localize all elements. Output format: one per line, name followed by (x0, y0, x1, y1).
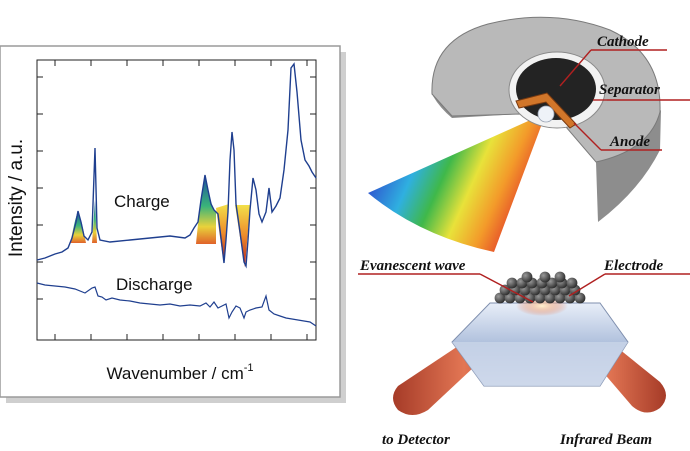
electrode-particle (534, 292, 546, 304)
discharge-spectrum-line (36, 282, 317, 327)
y-axis-title: Intensity / a.u. (6, 139, 27, 257)
separator-label: Separator (599, 82, 660, 98)
anode-strip (515, 92, 577, 129)
electrode-particle (494, 292, 506, 304)
spectrum-panel: Intensity / a.u. Wavenumber / cm-1 Charg… (0, 45, 346, 403)
rainbow-fan (368, 113, 546, 252)
charge-peak-fill-3 (196, 175, 216, 244)
electrode-particle (524, 292, 536, 304)
electrode-particle (521, 271, 533, 283)
x-axis-title-exponent: -1 (244, 362, 254, 374)
charge-spectrum-line (36, 62, 317, 269)
cathode-label: Cathode (597, 34, 649, 50)
electrode-particle (499, 284, 511, 296)
electrode-particle (539, 271, 551, 283)
series-label-charge: Charge (114, 192, 170, 211)
atr-prism-facet (452, 342, 628, 386)
electrode-particles (494, 271, 586, 304)
electrode-particle (574, 292, 586, 304)
charge-peak-fill-2 (92, 200, 97, 243)
electrode-particle (566, 277, 578, 289)
evanescent-pointer (479, 273, 534, 303)
electrode-particle (564, 292, 576, 304)
electrode-particle (554, 271, 566, 283)
infrared-beam-label: Infrared Beam (559, 432, 652, 448)
anode-pointer (573, 122, 602, 151)
electrode-pointer (568, 273, 606, 297)
plot-frame (36, 59, 317, 341)
electrode-label: Electrode (603, 258, 663, 274)
cell-panel: Cathode Separator Anode (368, 16, 690, 252)
electrode-particle (546, 277, 558, 289)
electrode-particle (554, 292, 566, 304)
x-axis-title-text: Wavenumber / cm (106, 364, 243, 383)
evanescent-wave-label: Evanescent wave (359, 258, 466, 274)
cathode-pointer (559, 49, 592, 87)
electrode-particle (514, 292, 526, 304)
charge-peak-fill-1 (70, 211, 86, 243)
to-detector-label: to Detector (382, 432, 450, 448)
anode-label: Anode (609, 134, 650, 150)
contact-sphere (537, 105, 555, 123)
electrode-particle (504, 292, 516, 304)
electrode-particle (544, 292, 556, 304)
panel-border (0, 45, 341, 398)
series-label-discharge: Discharge (116, 275, 193, 294)
atr-panel: Evanescent wave Electrode to Detector In… (358, 258, 690, 448)
axis-ticks (37, 60, 316, 340)
x-axis-title: Wavenumber / cm-1 (106, 362, 253, 383)
electrode-particle (506, 277, 518, 289)
